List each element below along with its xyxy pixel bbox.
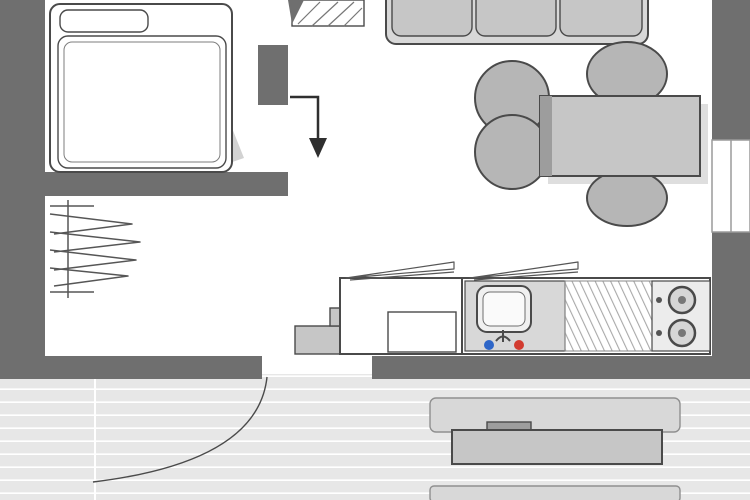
garden-bench-top (429, 397, 681, 433)
sideboard-body (291, 0, 365, 27)
entrance-arrow-line (290, 95, 320, 140)
cabinet-flap (469, 261, 579, 279)
upper-cabinet-flaps (345, 261, 579, 281)
window (711, 139, 750, 233)
entrance-arrow (290, 95, 327, 158)
wall-bottom-left (0, 356, 262, 379)
garden-bench-bottom (429, 485, 681, 500)
sofa-cushion (391, 0, 473, 37)
wall-stub (258, 45, 288, 105)
dining-set (474, 41, 708, 227)
wall-bottom-right (372, 356, 750, 379)
door-swing-arc (92, 376, 268, 483)
cold-tap-icon (484, 340, 494, 350)
bed-duvet-line (63, 41, 221, 163)
sofa-cushion (559, 0, 643, 37)
chair (586, 169, 668, 227)
stove (651, 280, 711, 352)
draining-board (564, 280, 653, 352)
wall-right-bottom (712, 232, 750, 379)
entrance-arrow-head (309, 138, 327, 158)
bed-duvet (57, 35, 227, 169)
garden-set (429, 397, 681, 500)
cabinet-flap (345, 261, 455, 279)
sideboard-hatched (288, 0, 365, 27)
cabinet-inner (387, 311, 457, 353)
faucet-spout (495, 335, 511, 342)
garden-table (451, 429, 663, 465)
walls (0, 0, 750, 379)
chair (474, 114, 550, 190)
stove-knob (656, 297, 662, 303)
bed (49, 3, 233, 173)
burner-center (678, 329, 686, 337)
sofa-cushion (475, 0, 557, 37)
wall-right-top (712, 0, 750, 140)
dining-table (539, 95, 701, 177)
sink-basin-inner (482, 291, 526, 327)
wall-bedroom (0, 172, 288, 196)
sink-unit (464, 280, 566, 352)
bed-pillow (59, 9, 149, 33)
sofa (385, 0, 649, 45)
sideboard-wedge (288, 0, 304, 24)
wardrobe-hangers (49, 200, 141, 298)
burner-center (678, 296, 686, 304)
hot-tap-icon (514, 340, 524, 350)
kitchenette (294, 261, 711, 355)
stove-knob (656, 330, 662, 336)
table-edge (540, 96, 552, 176)
